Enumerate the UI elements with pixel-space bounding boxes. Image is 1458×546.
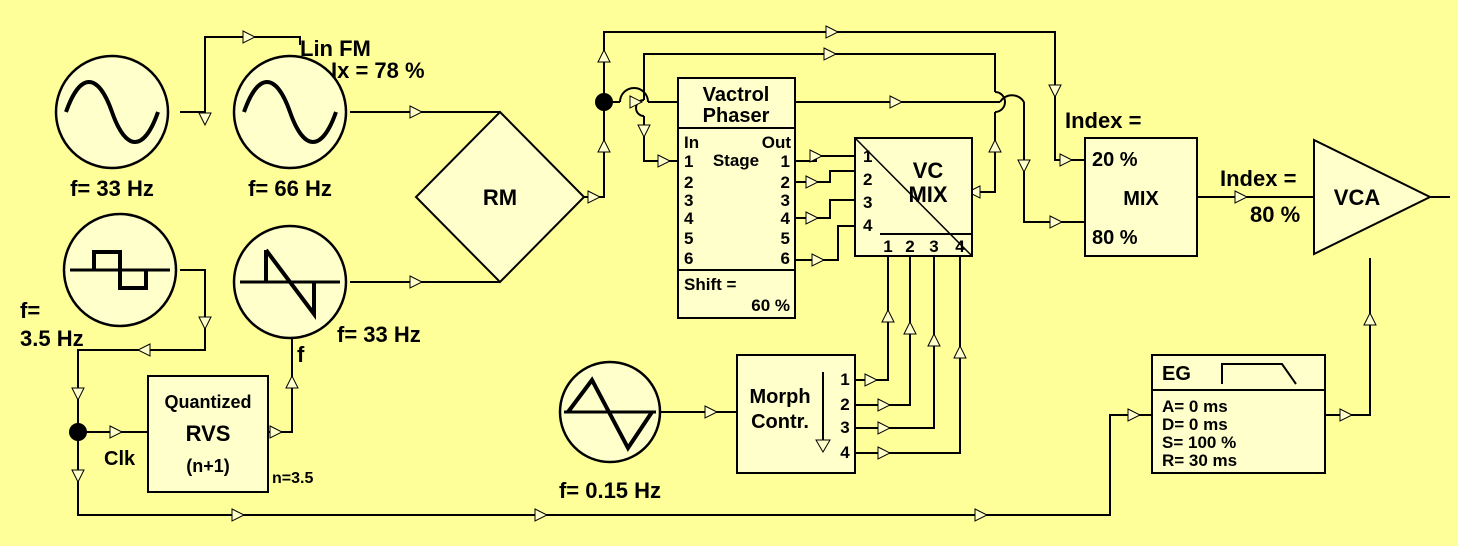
vactrol-phaser: Vactrol Phaser In Out Stage 1 2 3 4 5 6 … [677,77,796,319]
phaser-out-number: 6 [781,249,790,268]
rvs-sub: (n+1) [186,456,230,476]
vcmix-title-2: MIX [908,182,947,207]
osc1-frequency: f= 33 Hz [70,176,154,201]
vca-label: VCA [1334,185,1381,210]
phaser-in-number: 2 [684,173,693,192]
morph-output-number: 1 [840,370,849,389]
mix-input-1-level: 20 % [1092,149,1138,171]
sawtooth-wave-icon [264,248,316,320]
morph-title-2: Contr. [751,411,809,433]
phaser-in-number: 6 [684,249,693,268]
osc4-frequency: f= 33 Hz [337,322,421,347]
phaser-out-number: 3 [781,191,790,210]
osc3-frequency-a: f= [20,298,40,323]
envelope-generator: EG A= 0 ms D= 0 ms S= 100 % R= 30 ms [1151,354,1326,474]
sine-wave-icon [242,80,338,144]
mix-index-label: Index = [1065,108,1141,133]
envelope-shape-icon [1221,363,1297,385]
phaser-in-numbers: 1 2 3 4 5 6 [684,152,694,268]
eg-title: EG [1162,363,1191,385]
vcmix-title-1: VC [913,158,944,183]
ring-modulator: RM [414,110,586,284]
vcmix-input-number: 2 [863,170,872,189]
mix-input-2-level: 80 % [1092,227,1138,249]
sine-wave-icon [64,80,160,144]
phaser-out-label: Out [762,133,792,152]
rvs-title: Quantized [164,392,251,412]
phaser-title-1: Vactrol [703,84,770,106]
rvs-n-value: n=3.5 [272,470,313,487]
morph-direction-arrow-icon [815,439,831,453]
osc3-frequency-b: 3.5 Hz [20,326,84,351]
vcmix-input-number: 3 [863,193,872,212]
morph-controller: Morph Contr. 1 2 3 4 [736,354,856,474]
signal-arrows [71,25,1377,522]
morph-output-number: 2 [840,395,849,414]
phaser-out-number: 4 [781,209,791,228]
oscillator-3: f= 3.5 Hz [20,212,178,351]
vcmix-control-number: 3 [929,237,938,256]
phaser-shift-label: Shift = [684,275,736,294]
clock-junction-dot [69,423,87,441]
rvs-label: RVS [186,421,231,446]
junction-dot [595,93,613,111]
vcmix-control-number: 4 [955,237,965,256]
phaser-title-2: Phaser [703,105,770,127]
fm-index-label: Ix = 78 % [331,58,425,83]
phaser-out-number: 1 [781,152,790,171]
mix-label: MIX [1123,188,1159,210]
clk-label: Clk [104,448,136,470]
vc-mix: VC MIX 1 2 3 4 1 2 3 4 [854,137,973,257]
oscillator-2: Lin FM Ix = 78 % f= 66 Hz [232,36,425,201]
morph-output-number: 4 [840,443,850,462]
lfo-frequency: f= 0.15 Hz [559,478,661,503]
phaser-out-number: 2 [781,173,790,192]
osc2-frequency: f= 66 Hz [248,176,332,201]
phaser-in-number: 3 [684,191,693,210]
eg-sustain: S= 100 % [1162,433,1236,452]
eg-decay: D= 0 ms [1162,415,1228,434]
quantized-rvs: Quantized RVS (n+1) n=3.5 Clk [104,375,313,493]
rm-label: RM [483,185,517,210]
vcmix-control-number: 1 [883,237,892,256]
lin-fm-label: Lin FM [300,36,371,61]
triangle-wave-icon [566,376,654,452]
oscillator-4: f= 33 Hz f [232,224,421,367]
phaser-stage-label: Stage [713,151,759,170]
eg-attack: A= 0 ms [1162,397,1228,416]
vca-index-value: 80 % [1250,202,1300,227]
phaser-in-label: In [684,133,699,152]
mixer: Index = 20 % MIX 80 % [1065,108,1198,257]
phaser-out-numbers: 1 2 3 4 5 6 [781,152,791,268]
vca-index-label: Index = [1220,166,1296,191]
phaser-out-number: 5 [781,229,790,248]
vcmix-control-number: 2 [905,237,914,256]
vcmix-input-number: 4 [863,216,873,235]
morph-title-1: Morph [749,386,810,408]
osc4-freq-input-label: f [297,342,305,367]
vcmix-input-number: 1 [863,147,872,166]
eg-release: R= 30 ms [1162,451,1237,470]
oscillator-1: f= 33 Hz [54,54,170,201]
lfo-oscillator: f= 0.15 Hz [558,360,662,503]
phaser-shift-value: 60 % [751,296,790,315]
phaser-in-number: 5 [684,229,693,248]
phaser-in-number: 4 [684,209,694,228]
morph-output-number: 3 [840,418,849,437]
phaser-in-number: 1 [684,152,693,171]
vca: VCA Index = 80 % [1220,138,1433,256]
